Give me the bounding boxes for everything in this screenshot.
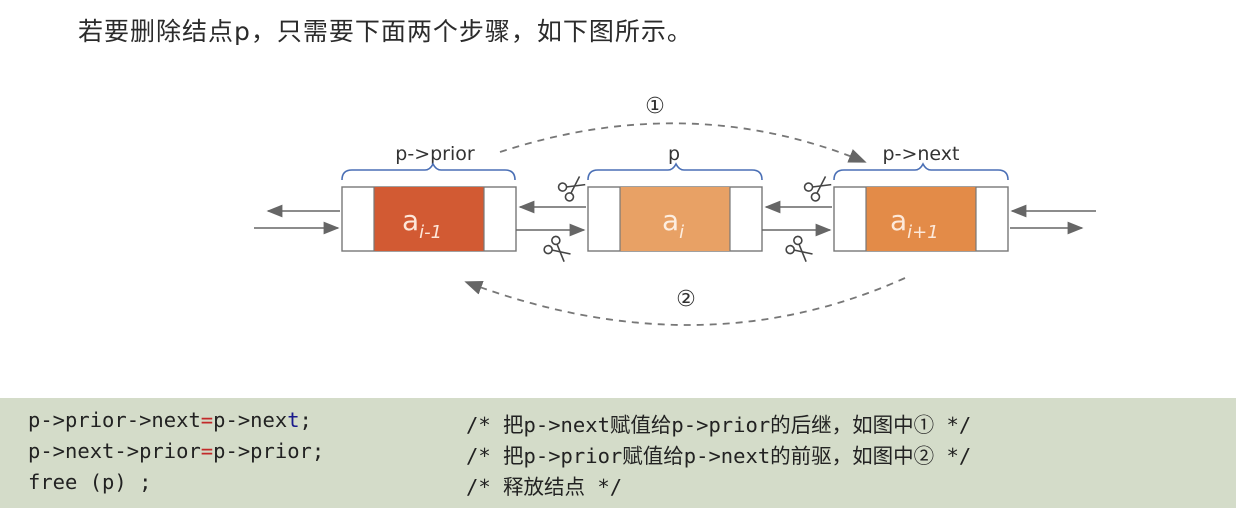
code-line-2: p->next->prior=p->prior;: [28, 439, 325, 463]
code-line-1: p->prior->next=p->next;: [28, 408, 312, 432]
next-label: p->next: [883, 143, 960, 165]
code-comment-1: /* 把p->next赋值给p->prior的后继，如图中① */: [466, 413, 972, 437]
section-heading: 若要删除结点p，只需要下面两个步骤，如下图所示。: [78, 17, 693, 46]
current-label: p: [668, 143, 680, 165]
code-block: p->prior->next=p->next; /* 把p->next赋值给p-…: [0, 398, 1236, 508]
node-next-sub: i+1: [907, 222, 939, 243]
doubly-linked-list-delete-diagram: ① ② p->prior p p->next ai-1 ai ai+1: [254, 94, 1096, 326]
node-prior-base: a: [402, 204, 419, 237]
code-comment-2: /* 把p->prior赋值给p->next的前驱，如图中② */: [466, 444, 972, 468]
prior-label: p->prior: [395, 143, 475, 165]
step-2-label: ②: [676, 287, 696, 312]
node-current: ai: [587, 186, 763, 252]
current-brace: [587, 162, 763, 181]
node-current-base: a: [662, 204, 679, 237]
scissors-icon: [785, 235, 813, 262]
svg-text:ai: ai: [662, 204, 684, 243]
node-prior-sub: i-1: [419, 222, 442, 243]
scissors-icon: [803, 176, 832, 202]
svg-text:ai-1: ai-1: [402, 204, 442, 243]
node-prior: ai-1: [341, 186, 517, 252]
svg-text:ai+1: ai+1: [890, 204, 939, 243]
code-comment-3: /* 释放结点 */: [466, 475, 623, 499]
next-brace: [833, 162, 1009, 181]
step-1-dashed-arrow: [499, 122, 867, 163]
step-1-label: ①: [645, 94, 665, 119]
node-next-base: a: [890, 204, 907, 237]
code-line-3: free (p) ;: [28, 470, 152, 494]
node-next: ai+1: [833, 186, 1009, 252]
scissors-icon: [557, 176, 586, 202]
prior-brace: [341, 162, 516, 181]
node-current-sub: i: [679, 222, 684, 243]
scissors-icon: [543, 235, 571, 262]
